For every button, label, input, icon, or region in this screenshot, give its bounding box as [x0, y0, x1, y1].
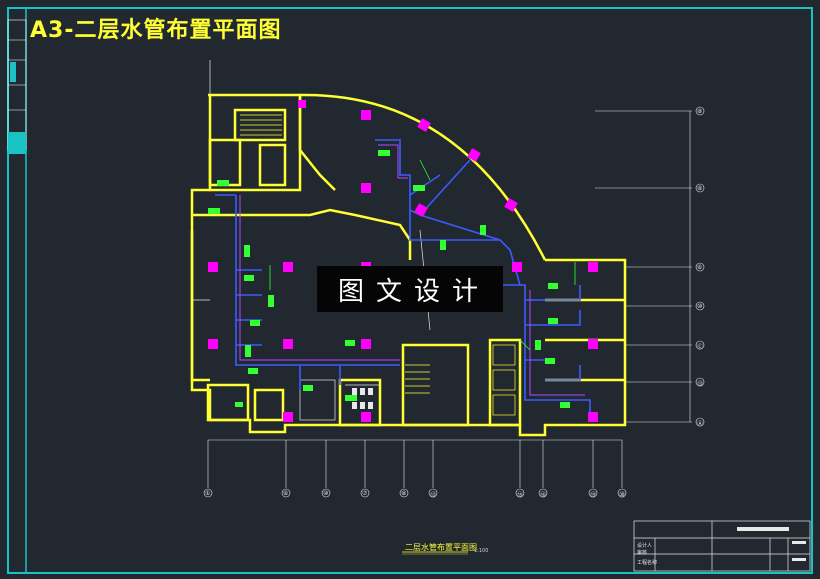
- axis-label-bottom: ⑧: [401, 490, 407, 497]
- drawing-scale: 1:100: [474, 548, 489, 554]
- equipment-leaders: [269, 159, 576, 351]
- axis-label-bottom: ①: [205, 490, 211, 497]
- axis-label-bottom: ⑦: [362, 490, 368, 497]
- axis-label-bottom: ⑩: [323, 490, 329, 497]
- sanitary-fixtures: [352, 388, 373, 409]
- axis-label-right: Ⓒ: [697, 344, 704, 351]
- drawing-title: A3-二层水管布置平面图: [30, 18, 282, 43]
- partitions: [192, 60, 431, 421]
- axis-label-bottom: ⑯: [540, 492, 547, 499]
- axis-label-right: Ⓐ: [697, 421, 704, 428]
- return-pipes: [239, 144, 585, 396]
- sheet-border: [7, 7, 813, 574]
- grid-lines: [207, 110, 692, 488]
- margin-strip: [7, 19, 27, 154]
- title-block-review: 审核: [637, 550, 648, 556]
- building-outline: [190, 93, 627, 437]
- water-pipes: [215, 139, 591, 415]
- title-block-mark: [792, 558, 806, 561]
- grid-bubbles: [203, 106, 705, 498]
- axis-label-bottom: ⑬: [430, 492, 437, 499]
- axis-label-bottom: ⑳: [619, 492, 626, 499]
- axis-label-right: ⑥: [697, 264, 703, 271]
- fan-coil-units: [208, 150, 570, 408]
- axis-label-bottom: ⑥: [283, 490, 289, 497]
- axis-label-bottom: ⑲: [590, 492, 597, 499]
- title-block-mark: [792, 541, 806, 544]
- watermark: 图文设计: [317, 266, 503, 312]
- axis-label-right: ⑬: [697, 381, 704, 388]
- axis-label-right: ⑩: [697, 303, 703, 310]
- title-block-designer: 设计人: [637, 543, 653, 549]
- axis-label-bottom: ⑮: [517, 492, 524, 499]
- stairs: [240, 114, 516, 416]
- title-block-project: 工程名称: [637, 560, 658, 566]
- title-block-project-bar: [737, 527, 789, 531]
- axis-label-right: ⑧: [697, 185, 703, 192]
- axis-label-right: ⑧: [697, 108, 703, 115]
- title-block: [633, 520, 811, 572]
- drawing-caption: 二层水管布置平面图: [405, 543, 477, 552]
